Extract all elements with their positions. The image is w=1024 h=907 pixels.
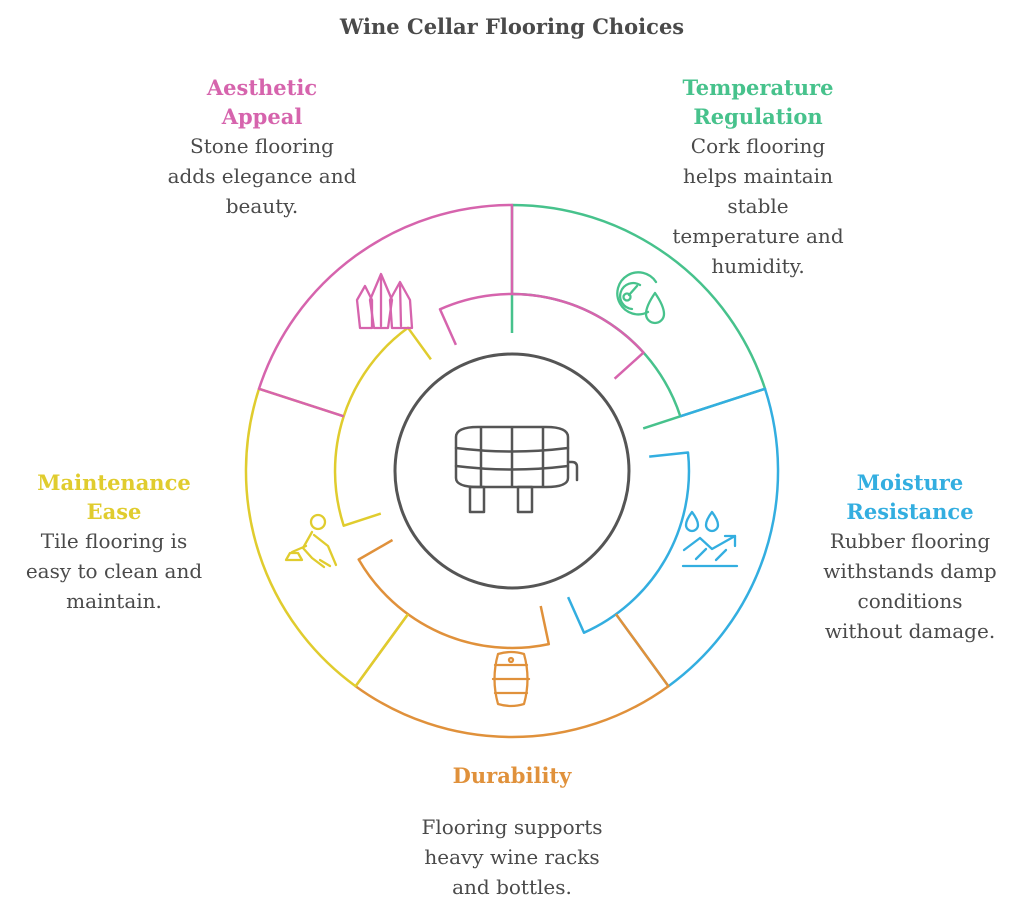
temperature-regulation-block: Temperature Regulation Cork flooring hel… xyxy=(648,73,868,281)
person-cleaning-icon xyxy=(284,513,338,569)
segment-outer-maintenance xyxy=(244,387,410,688)
maintenance-ease-block: Maintenance Ease Tile flooring is easy t… xyxy=(4,468,224,616)
segment-inner-durability xyxy=(357,538,551,650)
durability-block: Durability Flooring supports heavy wine … xyxy=(387,761,637,902)
maintenance-ease-title: Maintenance Ease xyxy=(37,470,191,524)
wine-barrel-on-stand-icon xyxy=(454,425,579,514)
moisture-resistance-block: Moisture Resistance Rubber flooring with… xyxy=(799,468,1021,646)
barrel-icon xyxy=(491,650,531,708)
moisture-resistance-description: Rubber flooring withstands damp conditio… xyxy=(823,529,997,643)
aesthetic-appeal-title: Aesthetic Appeal xyxy=(206,75,318,129)
aesthetic-appeal-description: Stone flooring adds elegance and beauty. xyxy=(167,134,357,218)
droplets-trend-icon xyxy=(681,510,739,568)
segment-inner-moisture xyxy=(566,451,691,634)
page-title: Wine Cellar Flooring Choices xyxy=(339,14,685,39)
segment-outer-moisture xyxy=(614,387,780,688)
segment-outer-aesthetic xyxy=(257,203,514,418)
durability-title: Durability xyxy=(452,763,572,788)
segment-outer-durability xyxy=(354,613,670,739)
temperature-regulation-description: Cork flooring helps maintain stable temp… xyxy=(672,134,844,278)
aesthetic-appeal-block: Aesthetic Appeal Stone flooring adds ele… xyxy=(152,73,372,221)
maintenance-ease-description: Tile flooring is easy to clean and maint… xyxy=(25,529,203,613)
gauge-droplet-icon xyxy=(616,271,666,325)
segment-outer-temperature xyxy=(510,203,767,418)
temperature-regulation-title: Temperature Regulation xyxy=(682,75,834,129)
wheel-segments xyxy=(244,203,780,739)
durability-description: Flooring supports heavy wine racks and b… xyxy=(421,815,603,899)
segment-inner-aesthetic xyxy=(438,292,645,380)
moisture-resistance-title: Moisture Resistance xyxy=(846,470,974,524)
crystals-icon xyxy=(355,272,414,330)
segment-inner-maintenance xyxy=(333,326,432,527)
